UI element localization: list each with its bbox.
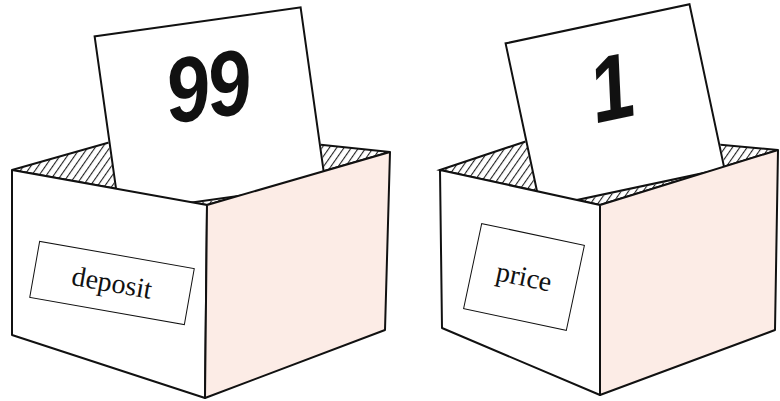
box-front-face	[440, 170, 600, 395]
label-text: deposit	[69, 261, 154, 305]
box-front-face	[12, 170, 207, 398]
label-text: price	[493, 256, 554, 298]
card-number: 99	[159, 35, 255, 138]
card-number: 1	[581, 38, 641, 137]
